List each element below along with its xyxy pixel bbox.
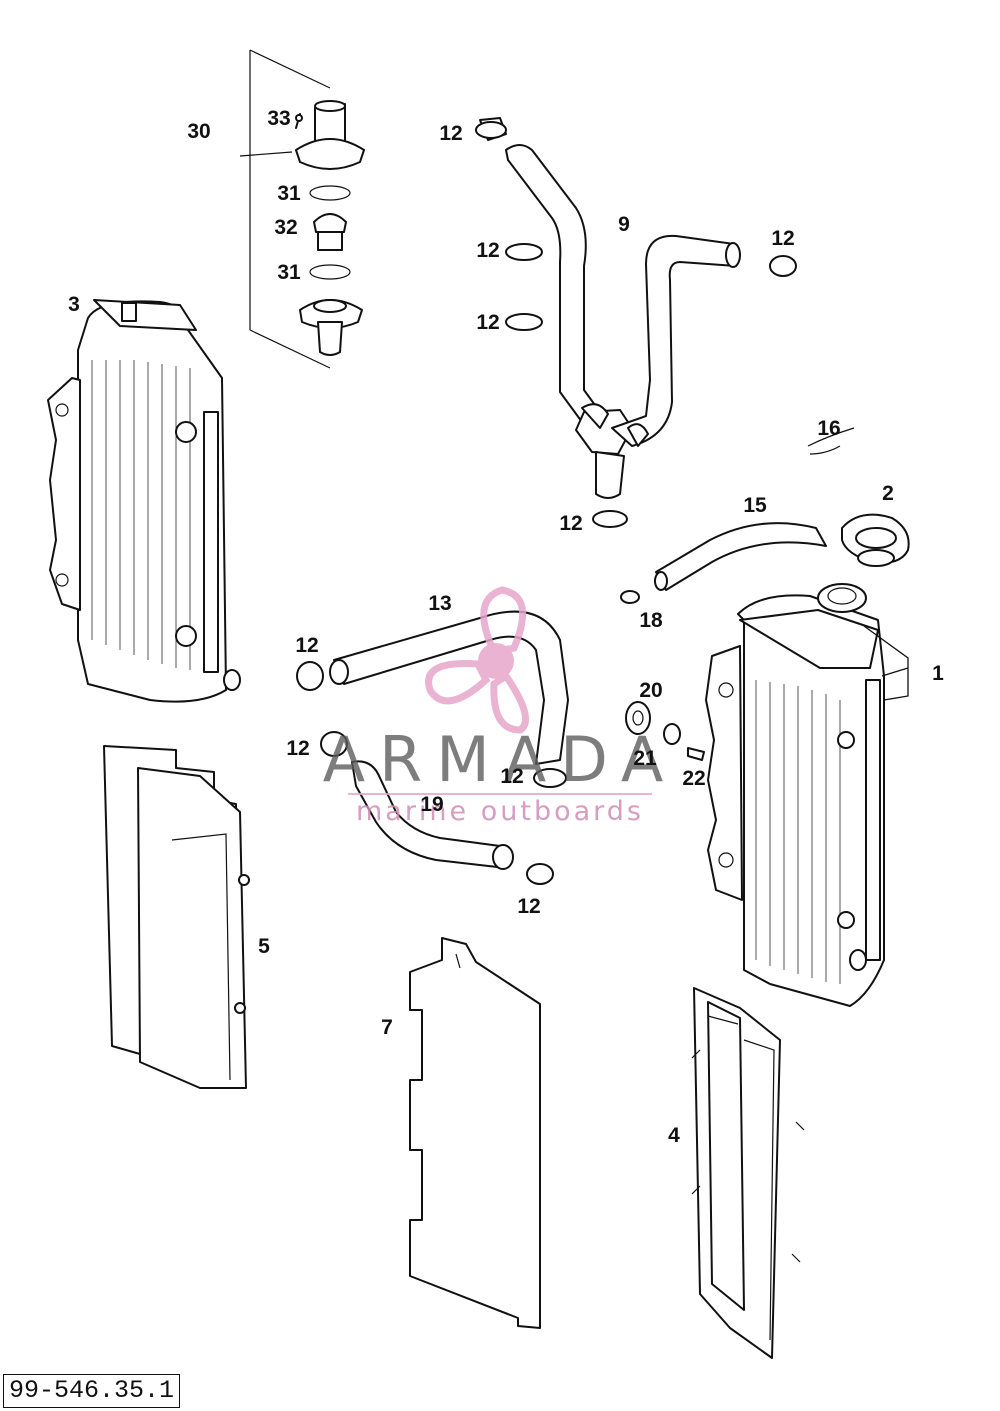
callout-7: 7 <box>381 1016 393 1039</box>
armada-watermark: ARMADA marine outboards <box>323 586 677 827</box>
callout-21: 21 <box>633 747 657 770</box>
callout-3: 3 <box>68 293 80 316</box>
gasket-7 <box>409 937 541 1329</box>
callout-33: 33 <box>267 107 290 130</box>
washer-21 <box>663 723 681 745</box>
callout-20: 20 <box>639 679 662 702</box>
callout-30: 30 <box>187 120 210 143</box>
callout-15: 15 <box>743 494 767 517</box>
callout-16: 16 <box>817 417 840 440</box>
callout-31-b: 31 <box>277 261 301 284</box>
callout-19: 19 <box>420 793 443 816</box>
callout-12-f: 12 <box>295 634 318 657</box>
callout-31-a: 31 <box>277 182 301 205</box>
hose-clip-16 <box>807 427 855 455</box>
clip-18 <box>620 590 640 604</box>
callout-12-h: 12 <box>500 765 523 788</box>
callout-9: 9 <box>618 213 630 236</box>
drawing-number: 99-546.35.1 <box>3 1374 181 1408</box>
coolant-hose-9 <box>475 117 797 528</box>
callout-32: 32 <box>274 216 297 239</box>
callout-22: 22 <box>682 767 705 790</box>
callout-12-c: 12 <box>476 311 499 334</box>
coolant-hose-19 <box>320 731 554 885</box>
callout-1: 1 <box>932 662 944 685</box>
callout-2: 2 <box>882 482 894 505</box>
grommet-20 <box>625 701 651 735</box>
callout-12-a: 12 <box>439 122 462 145</box>
callout-12-b: 12 <box>476 239 499 262</box>
callout-labels: 1 2 3 4 5 7 9 12 12 12 12 12 12 12 12 12… <box>68 107 944 1147</box>
left-radiator-shroud <box>103 745 250 1089</box>
bolt-22 <box>687 747 705 761</box>
callout-12-e: 12 <box>559 512 582 535</box>
left-radiator <box>47 299 241 703</box>
callout-12-d: 12 <box>771 227 794 250</box>
right-radiator <box>705 583 885 1007</box>
propeller-logo-icon <box>425 586 530 734</box>
thermostat-housing-assembly <box>239 49 365 369</box>
coolant-hose-13 <box>296 610 569 788</box>
callout-18: 18 <box>639 609 663 632</box>
overflow-hose-15 <box>654 522 827 591</box>
callout-4: 4 <box>668 1124 680 1147</box>
leader-lines <box>863 625 909 701</box>
callout-12-g: 12 <box>286 737 309 760</box>
radiator-cap-2 <box>841 513 910 567</box>
right-radiator-shroud <box>691 987 805 1359</box>
watermark-brand: ARMADA <box>323 723 677 796</box>
callout-13: 13 <box>428 592 451 615</box>
callout-12-i: 12 <box>517 895 540 918</box>
callout-5: 5 <box>258 935 270 958</box>
watermark-tagline: marine outboards <box>356 796 644 827</box>
